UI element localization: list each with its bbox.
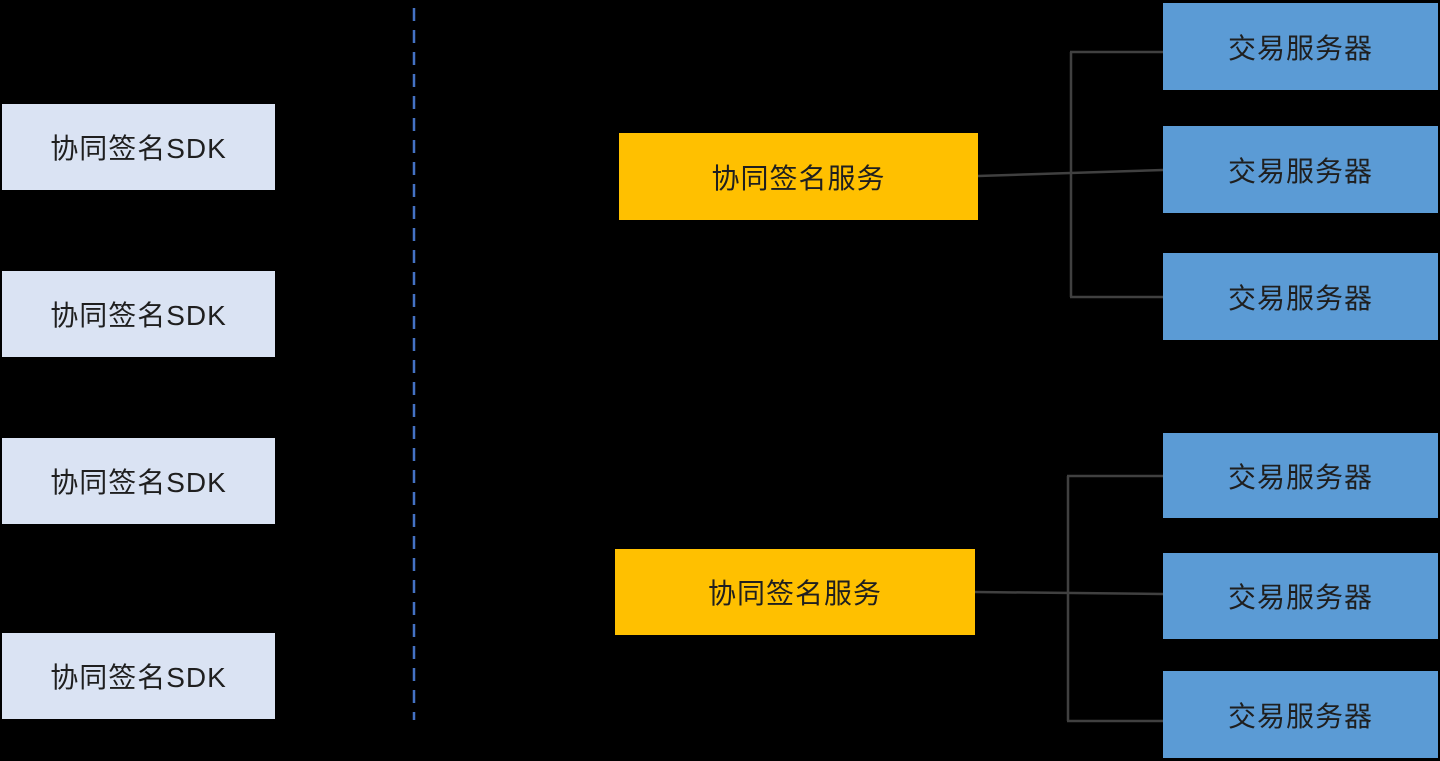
service-node-1: 协同签名服务: [619, 133, 978, 220]
sdk-node-4: 协同签名SDK: [2, 633, 275, 719]
server-node-2: 交易服务器: [1163, 126, 1438, 213]
sdk-node-1: 协同签名SDK: [2, 104, 275, 190]
server-node-5: 交易服务器: [1163, 553, 1438, 639]
server-node-3: 交易服务器: [1163, 253, 1438, 340]
server-node-1: 交易服务器: [1163, 3, 1438, 90]
sdk-node-2: 协同签名SDK: [2, 271, 275, 357]
sdk-node-3: 协同签名SDK: [2, 438, 275, 524]
server-node-4: 交易服务器: [1163, 433, 1438, 518]
server-node-6: 交易服务器: [1163, 671, 1438, 758]
service-node-2: 协同签名服务: [615, 549, 975, 635]
